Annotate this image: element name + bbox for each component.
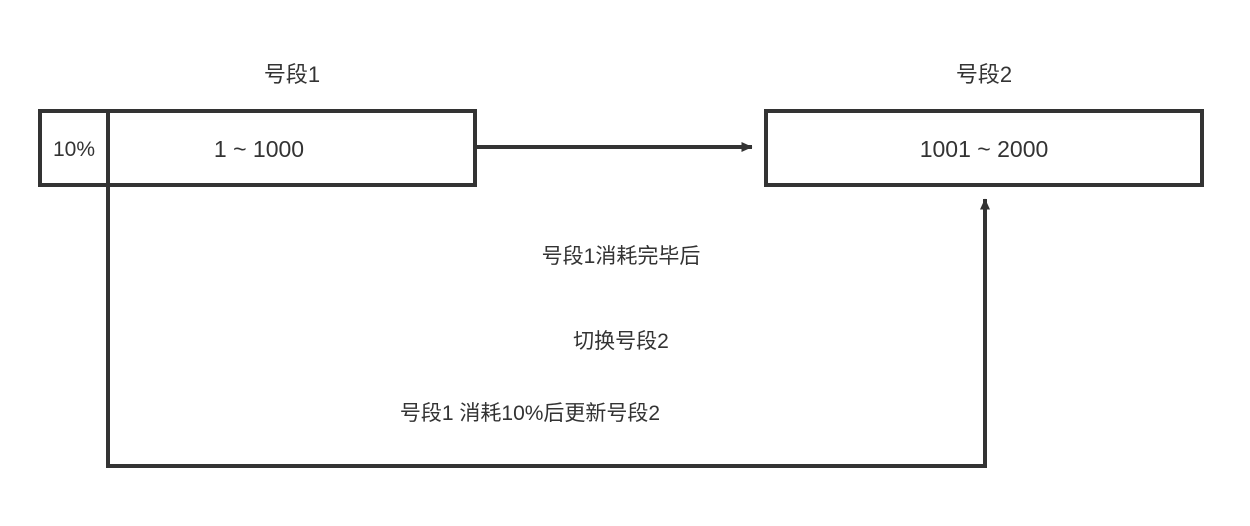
switch-edge-label: 号段1消耗完毕后 切换号段2: [542, 186, 701, 413]
segment2-range-label: 1001 ~ 2000: [919, 136, 1049, 162]
switch-edge-label-line2: 切换号段2: [573, 329, 669, 353]
segment1-percent-label: 10%: [52, 138, 96, 161]
segment2-box[interactable]: [764, 109, 1204, 187]
segment2-title: 号段2: [955, 62, 1013, 87]
segment1-title: 号段1: [263, 62, 321, 87]
segment1-box[interactable]: [38, 109, 477, 187]
switch-edge-label-line1: 号段1消耗完毕后: [541, 244, 701, 268]
refresh-edge-label: 号段1 消耗10%后更新号段2: [399, 402, 661, 425]
segment1-range-label: 1 ~ 1000: [213, 136, 305, 162]
refresh-arrow-path: [106, 185, 990, 468]
